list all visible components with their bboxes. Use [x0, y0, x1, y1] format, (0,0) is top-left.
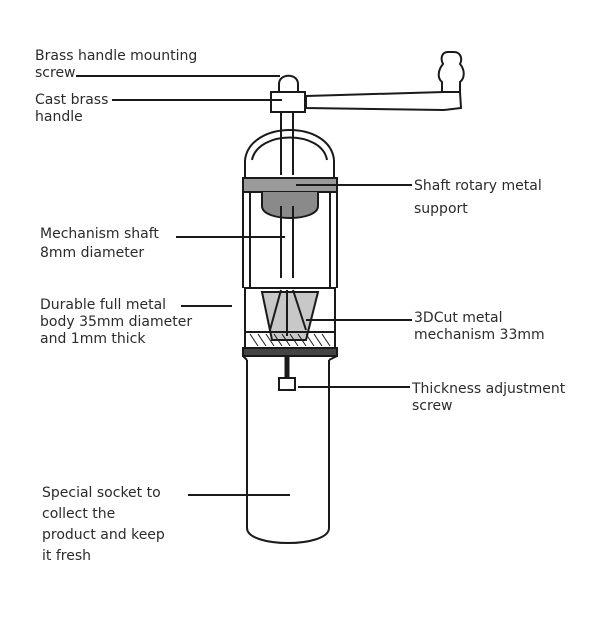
label-cast-handle: Cast brass handle — [35, 92, 109, 125]
arch-frame-inner — [251, 136, 328, 161]
label-mechanism-shaft: Mechanism shaft 8mm diameter — [40, 226, 159, 261]
label-socket: Special socket to collect the product an… — [42, 485, 165, 564]
mounting-screw-cap — [278, 74, 299, 93]
label-rotary-support: Shaft rotary metal support — [414, 178, 542, 217]
label-cut-mechanism: 3DCut metal mechanism 33mm — [414, 310, 545, 343]
label-mounting-screw: Brass handle mounting screw — [35, 48, 198, 81]
adjust-screw-nut — [278, 377, 296, 391]
handle-arm — [305, 91, 463, 112]
handle-hub — [270, 91, 306, 113]
label-adjust-screw: Thickness adjustment screw — [412, 381, 566, 414]
label-metal-body: Durable full metal body 35mm diameter an… — [40, 297, 193, 347]
socket-body — [246, 360, 330, 544]
arch-frame-outer — [244, 129, 335, 161]
handle-knob — [437, 51, 465, 93]
